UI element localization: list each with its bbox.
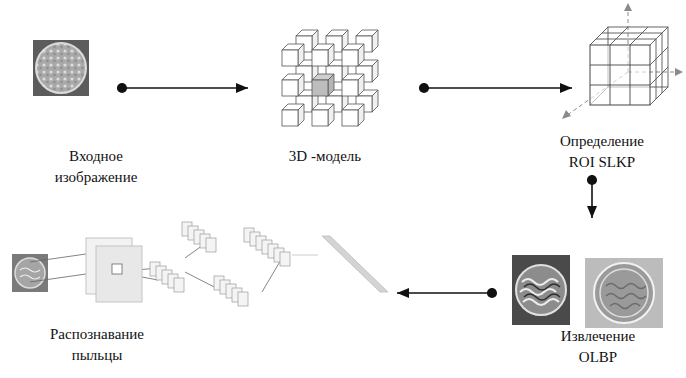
stage-region: Входное изображение — [30, 38, 122, 138]
flow-arrow — [397, 292, 492, 294]
flow-arrow — [424, 87, 572, 89]
cnn-architecture — [12, 222, 388, 306]
olbp-images — [512, 255, 663, 328]
flow-arrow — [122, 87, 248, 89]
stage-caption: Извлечение OLBP — [548, 326, 648, 368]
stage-caption: Распознавание пыльцы — [32, 324, 162, 366]
stage-caption: Определение ROI SLKP — [552, 131, 652, 173]
cube-grid — [282, 30, 378, 126]
roi-cube — [562, 3, 683, 119]
stage-region: Извлечение OLBP — [492, 218, 684, 368]
flow-arrow — [591, 180, 593, 218]
input-image — [33, 40, 89, 96]
stage-region: Распознавание пыльцы — [5, 200, 397, 368]
stage-caption: Входное изображение — [36, 146, 156, 188]
stage-region: Определение ROI SLKP — [572, 0, 684, 180]
stage-region: 3D -модель — [248, 28, 424, 148]
stage-caption: 3D -модель — [255, 146, 395, 167]
